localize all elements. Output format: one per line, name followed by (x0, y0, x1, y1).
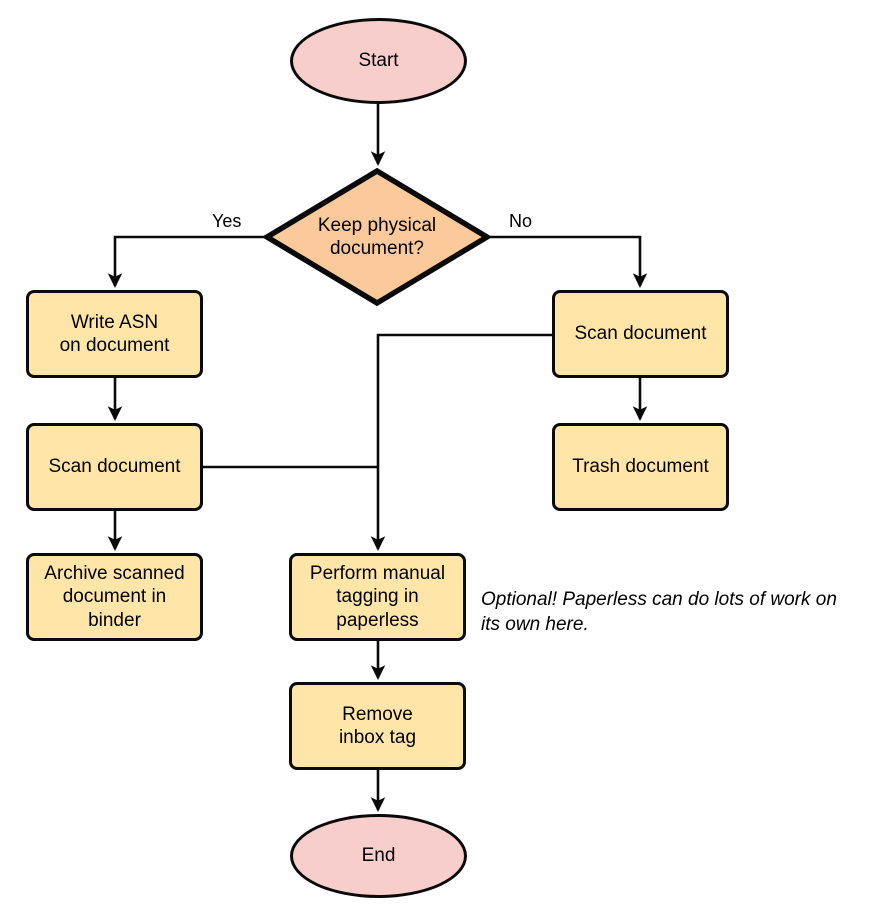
node-start-label: Start (358, 50, 399, 72)
edge-scan-right-to-tagging (370, 333, 552, 552)
edge-label-yes: Yes (212, 211, 242, 231)
edge-no-to-scan-right (490, 235, 648, 289)
node-remove-inbox-label: Remove inbox tag (338, 703, 417, 748)
node-scan-document-left-label: Scan document (48, 456, 181, 478)
node-scan-document-right[interactable]: Scan document (552, 290, 729, 378)
node-perform-manual-tagging[interactable]: Perform manual tagging in paperless (289, 553, 466, 641)
diamond-shape-icon (264, 168, 490, 306)
node-archive-label: Archive scanned document in binder (44, 563, 185, 631)
node-tagging-label: Perform manual tagging in paperless (309, 563, 446, 631)
node-keep-physical-document-decision[interactable]: Keep physical document? (264, 168, 490, 306)
node-write-asn-on-document[interactable]: Write ASN on document (26, 290, 203, 378)
node-trash-document[interactable]: Trash document (552, 423, 729, 511)
node-remove-inbox-tag[interactable]: Remove inbox tag (289, 682, 466, 770)
node-end-label: End (361, 845, 396, 867)
node-archive-scanned-document[interactable]: Archive scanned document in binder (26, 553, 203, 641)
node-scan-document-right-label: Scan document (574, 323, 707, 345)
node-write-asn-label: Write ASN on document (59, 311, 170, 356)
node-scan-document-left[interactable]: Scan document (26, 423, 203, 511)
node-trash-document-label: Trash document (572, 456, 709, 478)
edge-label-no: No (509, 211, 533, 231)
annotation-optional-note: Optional! Paperless can do lots of work … (481, 589, 837, 635)
edge-yes-to-write-asn (107, 235, 264, 289)
node-end[interactable]: End (290, 814, 467, 898)
node-start[interactable]: Start (290, 18, 467, 104)
node-decision-label: Keep physical document? (317, 214, 437, 259)
